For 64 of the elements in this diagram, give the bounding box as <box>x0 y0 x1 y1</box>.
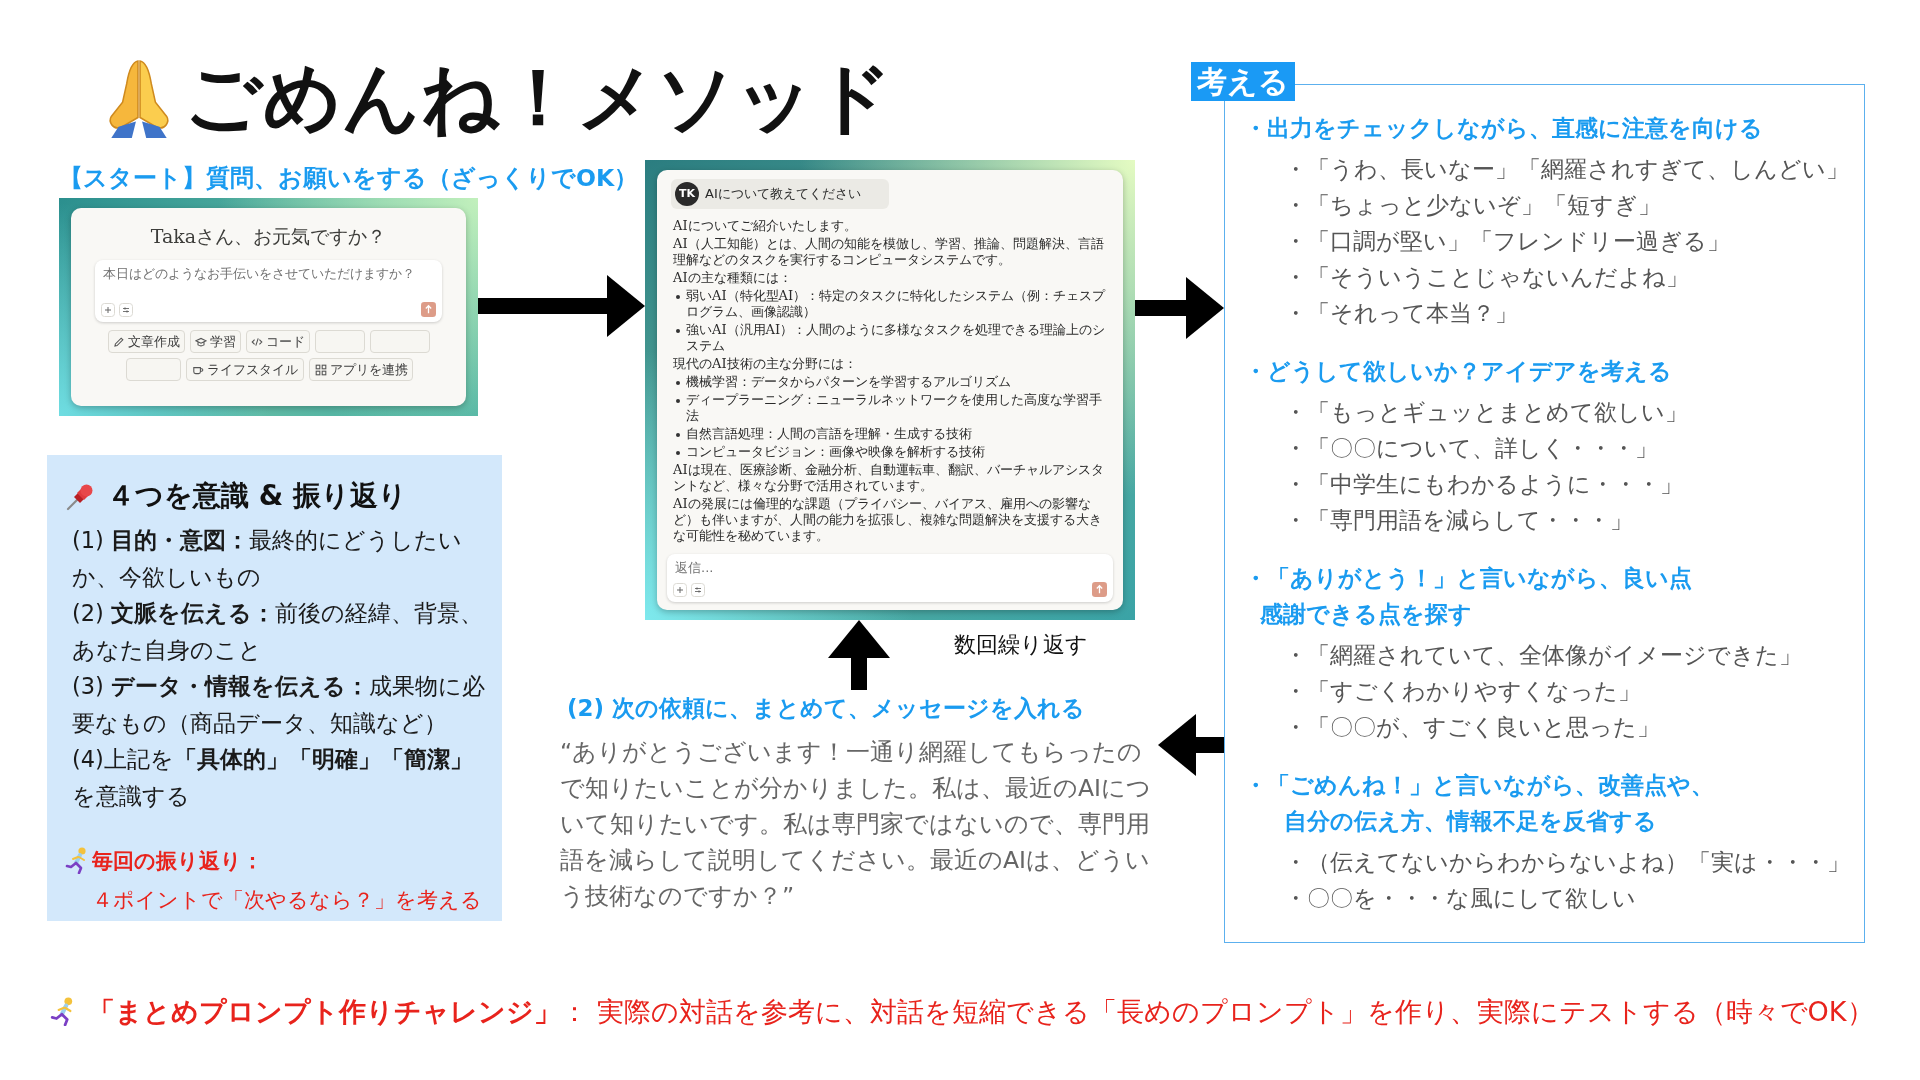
bullet-item: ・「〇〇が、すごく良いと思った」 <box>1284 713 1661 742</box>
arrow <box>1158 714 1224 776</box>
bullet-item: ・「網羅されていて、全体像がイメージできた」 <box>1284 641 1803 670</box>
avatar: TK <box>675 182 699 206</box>
footer-note: 「まとめプロンプト作りチャレンジ」： 実際の対話を参考に、対話を短縮できる「長めのプロンプト」を作り、実際にテストする（時々でOK） <box>88 995 1874 1029</box>
arrow <box>478 275 645 337</box>
list-item: 弱いAI（特化型AI）：特定のタスクに特化したシステム（例：チェスプログラム、画像認識） <box>673 288 1107 320</box>
arrow <box>828 620 890 690</box>
quoted-message: “ありがとうございます！一通り網羅してもらったので知りたいことが分かりました。私は、最近のAIについて知りたいです。私は専門家ではないので、専門用語を減らして説明してください。最近のAIは、どういう技術なのですか？” <box>560 737 1152 912</box>
bullet-heading: ・「ごめんね！」と言いながら、改善点や、自分の伝え方、情報不足を反省する <box>1244 771 1715 836</box>
response-paragraph: AIは現在、医療診断、金融分析、自動運転車、翻訳、バーチャルアシスタントなど、様々な分野で活用されています。 <box>673 462 1105 494</box>
chat-input-field <box>667 554 1113 602</box>
bullet-item: ・「すごくわかりやすくなった」 <box>1284 677 1642 706</box>
bullet-item: ・（伝えてないからわからないよね）「実は・・・」 <box>1284 848 1851 877</box>
bullet-item: ・〇〇を・・・な風にして欲しい <box>1284 884 1637 913</box>
list-item: 強いAI（汎用AI）：人間のように多様なタスクを処理できる理論上のシステム <box>673 322 1107 354</box>
numbered-point: (4)上記を「具体的」「明確」「簡潔」を意識する <box>72 745 474 811</box>
step-heading: 【スタート】質問、お願いをする（ざっくりでOK） <box>59 163 639 193</box>
suggestion-button: ライフスタイル <box>186 358 304 381</box>
placeholder-text: 返信... <box>675 559 714 576</box>
bullet-heading: ・出力をチェックしながら、直感に注意を向ける <box>1244 114 1764 143</box>
suggestion-button: 学習 <box>190 330 241 353</box>
placeholder-text: 本日はどのようなお手伝いをさせていただけますか？ <box>103 265 415 282</box>
suggestion-button: アプリを連携 <box>309 358 413 381</box>
bullet-heading: ・「ありがとう！」と言いながら、良い点感謝できる点を探す <box>1244 564 1693 629</box>
bullet-item: ・「それって本当？」 <box>1284 299 1519 328</box>
bullet-item: ・「専門用語を減らして・・・」 <box>1284 506 1634 535</box>
arrow <box>1135 277 1224 339</box>
numbered-point: (1) 目的・意図：最終的にどうしたいか、今欲しいもの <box>72 526 464 592</box>
title-text: ごめんね！メソッド <box>184 52 893 144</box>
greeting-text: Takaさん、お元気ですか？ <box>149 224 388 248</box>
response-paragraph: AIの主な種類には： <box>673 270 793 286</box>
list-item: 機械学習：データからパターンを学習するアルゴリズム <box>673 374 1107 390</box>
response-paragraph: 現代のAI技術の主な分野には： <box>673 356 858 372</box>
numbered-point: (3) データ・情報を伝える：成果物に必要なもの（商品データ、知識など） <box>72 672 487 738</box>
bullet-item: ・「中学生にもわかるように・・・」 <box>1284 470 1684 499</box>
reflection-heading: 毎回の振り返り： <box>92 848 263 875</box>
bullet-item: ・「ちょっと少ないぞ」「短すぎ」 <box>1284 191 1662 220</box>
panel-heading: ４つを意識 & 振り返り <box>107 478 407 514</box>
bullet-item: ・「もっとギュッとまとめて欲しい」 <box>1284 398 1689 427</box>
response-paragraph: AI（人工知能）とは、人間の知能を模倣し、学習、推論、問題解決、言語理解などのタスクを実行するコンピュータシステムです。 <box>673 236 1105 268</box>
suggestion-button: 文章作成 <box>108 330 185 353</box>
bullet-heading: ・どうして欲しいか？アイデアを考える <box>1244 357 1673 386</box>
suggestion-button: コード <box>246 330 310 353</box>
response-paragraph: AIの発展には倫理的な課題（プライバシー、バイアス、雇用への影響など）も伴いますが、人間の能力を拡張し、複雑な問題解決を支援する大きな可能性を秘めています。 <box>673 496 1103 544</box>
bullet-item: ・「〇〇について、詳しく・・・」 <box>1284 434 1659 463</box>
list-item: コンピュータビジョン：画像や映像を解析する技術 <box>673 444 1107 460</box>
note-panel <box>47 455 502 921</box>
step-heading: (2) 次の依頼に、まとめて、メッセージを入れる <box>566 694 1087 723</box>
bullet-item: ・「口調が堅い」「フレンドリー過ぎる」 <box>1284 227 1731 256</box>
bullet-item: ・「そういうことじゃないんだよね」 <box>1284 263 1690 292</box>
response-paragraph: AIについてご紹介いたします。 <box>673 218 858 234</box>
bullet-item: ・「うわ、長いなー」「網羅されすぎて、しんどい」 <box>1284 155 1850 184</box>
message-text: AIについて教えてください <box>705 185 861 203</box>
section-heading: 考える <box>1191 62 1295 101</box>
suggestion-button <box>126 358 181 381</box>
reflection-text: ４ポイントで「次やるなら？」を考える <box>92 887 483 914</box>
list-item: ディープラーニング：ニューラルネットワークを使用した高度な学習手法 <box>673 392 1107 424</box>
suggestion-button <box>315 330 365 353</box>
chat-input-field <box>95 260 442 322</box>
suggestion-button <box>370 330 430 353</box>
list-item: 自然言語処理：人間の言語を理解・生成する技術 <box>673 426 1107 442</box>
message-bubble <box>671 179 889 209</box>
numbered-point: (2) 文脈を伝える：前後の経緯、背景、あなた自身のこと <box>72 599 485 665</box>
